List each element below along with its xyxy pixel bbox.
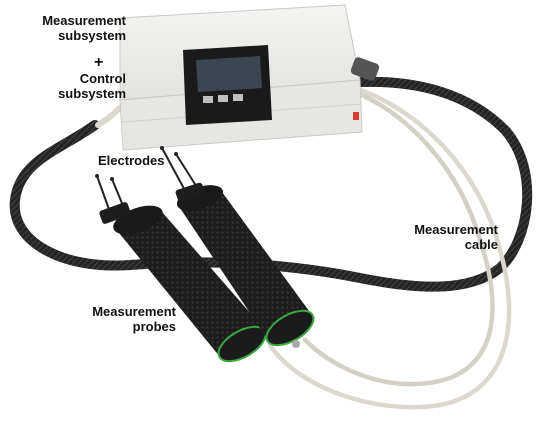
label-measurement-subsystem: Measurement subsystem — [30, 13, 126, 43]
label-electrodes: Electrodes — [98, 153, 165, 168]
label-measurement-probes: Measurement probes — [86, 304, 176, 334]
label-measurement-subsystem-line2: subsystem — [58, 28, 126, 43]
probe-cable-right — [302, 89, 495, 387]
label-measurement-cable-line1: Measurement — [414, 222, 498, 237]
enclosure-box — [119, 4, 380, 151]
label-control-subsystem: Control subsystem — [30, 71, 126, 101]
label-plus: + — [94, 54, 104, 71]
label-measurement-subsystem-line1: Measurement — [42, 13, 126, 28]
label-measurement-probes-line2: probes — [132, 319, 176, 334]
probe-cable-left — [267, 85, 512, 410]
braided-cable — [9, 76, 533, 292]
measurement-probe-right — [175, 182, 315, 348]
label-measurement-cable: Measurement cable — [396, 222, 498, 252]
measurement-probe-left — [99, 202, 267, 363]
label-control-subsystem-line2: subsystem — [58, 86, 126, 101]
label-measurement-cable-line2: cable — [464, 237, 498, 252]
label-control-subsystem-line1: Control — [79, 71, 126, 86]
label-measurement-probes-line1: Measurement — [92, 304, 176, 319]
